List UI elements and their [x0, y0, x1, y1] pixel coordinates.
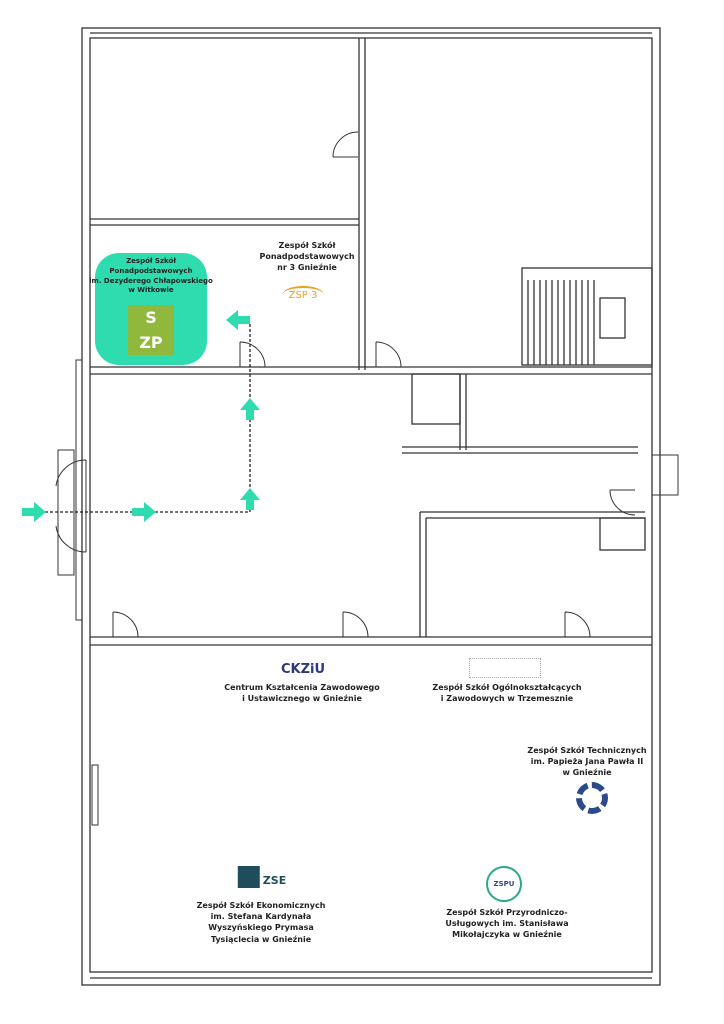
trzemeszno-crest-logo: [469, 658, 541, 678]
school-label-ckziu: Centrum Kształcenia Zawodowego i Ustawic…: [224, 682, 380, 704]
label-line: im. Dezyderego Chłapowskiego: [89, 276, 213, 285]
label-line: w Witkowie: [128, 286, 174, 295]
label-line: w Gnieźnie: [562, 768, 612, 778]
label-line: Zespół Szkół Przyrodniczo-: [446, 908, 568, 917]
arrow-left-icon: [226, 310, 250, 330]
label-line: Mikołajczyka w Gnieźnie: [452, 930, 562, 940]
label-line: Ponadpodstawowych: [259, 252, 355, 262]
arrows: [22, 310, 260, 522]
arrow-up-icon: [240, 488, 260, 510]
label-line: i Ustawicznego w Gnieźnie: [242, 694, 362, 704]
label-line: Zespół Szkół Technicznych: [527, 746, 647, 755]
arrow-up-icon: [240, 398, 260, 420]
stairs: [521, 267, 653, 366]
label-line: im. Papieża Jana Pawła II: [530, 757, 644, 767]
school-label-trzemeszno: Zespół Szkół Ogólnokształcących i Zawodo…: [432, 682, 581, 704]
label-line: Zespół Szkół Ogólnokształcących: [432, 683, 582, 692]
outer-walls: [81, 27, 661, 986]
label-line: im. Stefana Kardynała: [210, 912, 312, 922]
label-line: Zespół Szkół Ekonomicznych: [196, 901, 326, 910]
zsp3-logo: ZSP 3: [282, 286, 324, 303]
doors: [55, 131, 679, 826]
zse-logo: ZSE: [237, 866, 286, 888]
arrow-right-icon: [132, 502, 156, 522]
school-label-zse: Zespół Szkół Ekonomicznych im. Stefana K…: [197, 900, 326, 945]
label-line: Zespół Szkół: [278, 241, 336, 250]
label-line: nr 3 Gnieźnie: [277, 263, 337, 273]
label-line: i Zawodowych w Trzemesznie: [440, 694, 574, 704]
label-line: Zespół Szkół: [126, 257, 176, 265]
label-line: Tysiąclecia w Gnieźnie: [210, 934, 312, 944]
label-line: Ponadpodstawowych: [109, 266, 193, 275]
label-line: Wyszyńskiego Prymasa: [208, 923, 314, 933]
ckziu-logo: CKZiU: [280, 662, 326, 677]
label-line: Usługowych im. Stanisława: [445, 919, 569, 929]
inner-walls: [90, 38, 652, 646]
arrow-right-icon: [22, 502, 46, 522]
school-label-zst: Zespół Szkół Technicznych im. Papieża Ja…: [527, 745, 646, 779]
gear-icon: [576, 782, 608, 814]
zspu-logo: ZSPU: [486, 866, 522, 902]
school-label-zsp3: Zespół Szkół Ponadpodstawowych nr 3 Gnie…: [259, 240, 354, 274]
label-line: Centrum Kształcenia Zawodowego: [224, 683, 380, 692]
school-label-zspu: Zespół Szkół Przyrodniczo- Usługowych im…: [445, 907, 568, 941]
school-label-zsp-witkowo: Zespół Szkół Ponadpodstawowych im. Dezyd…: [89, 257, 213, 296]
